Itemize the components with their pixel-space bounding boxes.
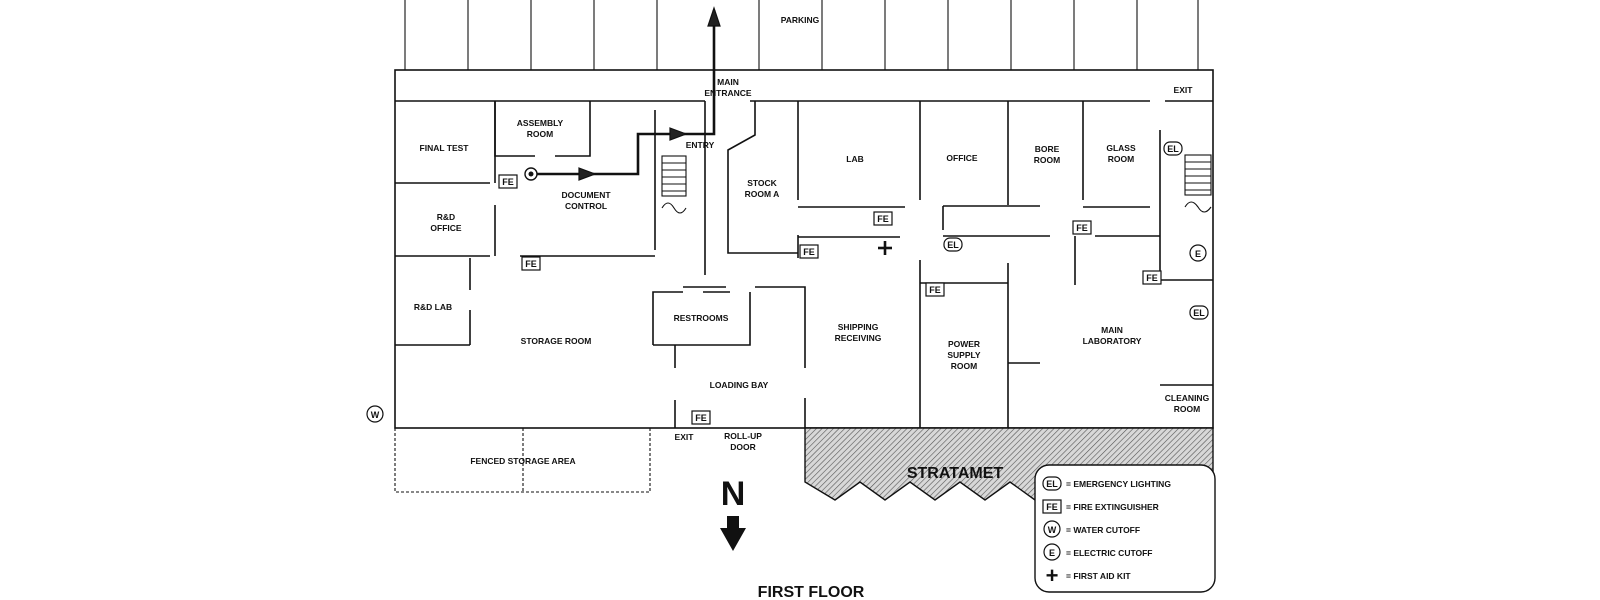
room-final-test: FINAL TEST: [420, 143, 470, 153]
legend-first-aid-icon: +: [1046, 563, 1059, 588]
room-fenced-storage: FENCED STORAGE AREA: [470, 456, 575, 466]
fe-icon: FE: [695, 413, 707, 423]
electric-cutoff-icon: E: [1195, 249, 1201, 259]
room-power-2: SUPPLY: [947, 350, 981, 360]
fe-icon: FE: [502, 177, 514, 187]
legend-w-icon: W: [1048, 525, 1057, 535]
room-main-entrance-2: ENTRANCE: [704, 88, 752, 98]
room-storage: STORAGE ROOM: [521, 336, 592, 346]
room-shipping-1: SHIPPING: [838, 322, 879, 332]
room-rd-office-2: OFFICE: [430, 223, 461, 233]
fire-extinguisher-markers: FE FE FE FE FE FE FE FE: [498, 174, 1162, 425]
room-roll-up-door-2: DOOR: [730, 442, 756, 452]
legend-item-electric-cutoff: = ELECTRIC CUTOFF: [1066, 548, 1153, 558]
room-main-entrance-1: MAIN: [717, 77, 739, 87]
legend-box: EL = EMERGENCY LIGHTING FE = FIRE EXTING…: [1034, 464, 1216, 593]
water-cutoff-icon: W: [371, 410, 380, 420]
room-power-1: POWER: [948, 339, 980, 349]
room-lab: LAB: [846, 154, 863, 164]
legend-item-first-aid: = FIRST AID KIT: [1066, 571, 1131, 581]
legend-item-fire-extinguisher: = FIRE EXTINGUISHER: [1066, 502, 1159, 512]
fe-icon: FE: [1146, 273, 1158, 283]
room-exit-top: EXIT: [1174, 85, 1194, 95]
room-office: OFFICE: [946, 153, 977, 163]
room-assembly-2: ROOM: [527, 129, 553, 139]
fe-icon: FE: [525, 259, 537, 269]
room-glass-1: GLASS: [1106, 143, 1136, 153]
legend-e-icon: E: [1049, 548, 1055, 558]
room-entry: ENTRY: [686, 140, 715, 150]
room-cleaning-1: CLEANING: [1165, 393, 1210, 403]
room-parking: PARKING: [781, 15, 820, 25]
room-rd-office-1: R&D: [437, 212, 455, 222]
floor-title: FIRST FLOOR: [758, 584, 865, 600]
legend-el-icon: EL: [1046, 479, 1058, 489]
north-letter: N: [721, 475, 746, 513]
room-assembly-1: ASSEMBLY: [517, 118, 564, 128]
room-power-3: ROOM: [951, 361, 977, 371]
south-arrow-icon: [720, 516, 746, 551]
room-restrooms: RESTROOMS: [674, 313, 729, 323]
cutoff-markers: E W: [366, 241, 1207, 423]
room-roll-up-door-1: ROLL-UP: [724, 431, 762, 441]
north-compass: N: [720, 475, 746, 551]
legend-item-emergency-lighting: = EMERGENCY LIGHTING: [1066, 479, 1171, 489]
fe-icon: FE: [929, 285, 941, 295]
building-walls: [394, 69, 1214, 493]
room-document-control-2: CONTROL: [565, 201, 607, 211]
el-icon: EL: [1193, 308, 1205, 318]
fe-icon: FE: [803, 247, 815, 257]
room-labels: PARKING MAIN ENTRANCE EXIT ASSEMBLY ROOM…: [414, 15, 1210, 466]
room-main-lab-2: LABORATORY: [1083, 336, 1142, 346]
evacuation-route: [524, 6, 721, 181]
room-exit-bottom: EXIT: [675, 432, 695, 442]
room-stock-a-1: STOCK: [747, 178, 777, 188]
room-glass-2: ROOM: [1108, 154, 1134, 164]
fe-icon: FE: [877, 214, 889, 224]
room-rd-lab: R&D LAB: [414, 302, 452, 312]
el-icon: EL: [947, 240, 959, 250]
room-stock-a-2: ROOM A: [745, 189, 780, 199]
room-shipping-2: RECEIVING: [835, 333, 882, 343]
legend-fe-icon: FE: [1046, 502, 1058, 512]
room-bore-2: ROOM: [1034, 155, 1060, 165]
fe-icon: FE: [1076, 223, 1088, 233]
emergency-lighting-markers: EL EL EL: [943, 141, 1209, 320]
first-aid-icon: [878, 241, 892, 255]
stratamet-label: STRATAMET: [907, 465, 1004, 482]
room-cleaning-2: ROOM: [1174, 404, 1200, 414]
legend-item-water-cutoff: = WATER CUTOFF: [1066, 525, 1140, 535]
room-main-lab-1: MAIN: [1101, 325, 1123, 335]
room-bore-1: BORE: [1035, 144, 1060, 154]
room-document-control-1: DOCUMENT: [561, 190, 611, 200]
room-loading-bay: LOADING BAY: [710, 380, 769, 390]
el-icon: EL: [1167, 144, 1179, 154]
parking-lot: [404, 0, 1199, 70]
